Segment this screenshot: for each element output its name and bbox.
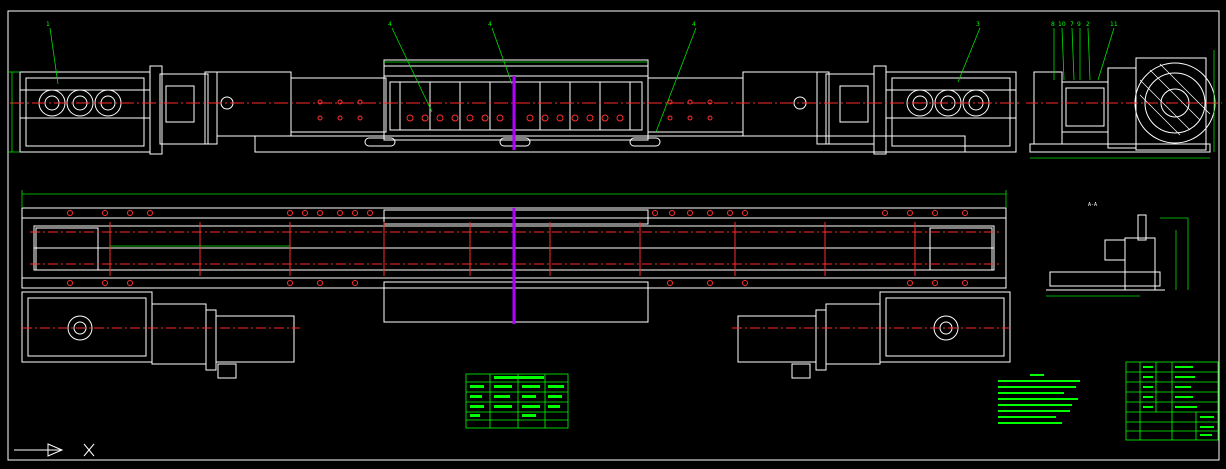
title-block — [1125, 361, 1219, 441]
balloon-3: 3 — [976, 21, 980, 28]
side-view-hatch — [1139, 63, 1211, 136]
balloon-9: 9 — [1077, 21, 1081, 28]
side-view-dimensions — [1030, 50, 1215, 159]
balloon-leaders — [49, 27, 1115, 133]
top-view-dimensions — [8, 61, 648, 153]
plan-view-dimensions — [21, 190, 1007, 247]
ucs-icon — [14, 443, 95, 457]
balloon-numbers: 1 4 4 4 3 8 10 7 9 2 11 — [46, 21, 1118, 28]
balloon-10: 10 — [1058, 21, 1066, 28]
top-view-bolts — [317, 99, 713, 122]
bottom-right-drive — [737, 291, 1011, 379]
parameter-table — [465, 373, 569, 429]
balloon-8: 8 — [1051, 21, 1055, 28]
balloon-4b: 4 — [488, 21, 492, 28]
balloon-11: 11 — [1110, 21, 1118, 28]
section-a-a-label: A-A — [1088, 202, 1097, 208]
technical-notes — [998, 374, 1080, 424]
drawing-border — [7, 10, 1220, 461]
section-a-a-dimensions — [1046, 217, 1189, 297]
plan-view-chain — [30, 222, 1000, 276]
balloon-4a: 4 — [388, 21, 392, 28]
title-block-text — [1143, 366, 1214, 436]
balloon-2: 2 — [1086, 21, 1090, 28]
balloon-4c: 4 — [692, 21, 696, 28]
balloon-7: 7 — [1070, 21, 1074, 28]
balloon-1: 1 — [46, 21, 50, 28]
section-a-a-view — [1046, 214, 1165, 291]
parameter-table-cell-fills — [470, 376, 564, 417]
plan-view-bolts — [67, 210, 968, 286]
